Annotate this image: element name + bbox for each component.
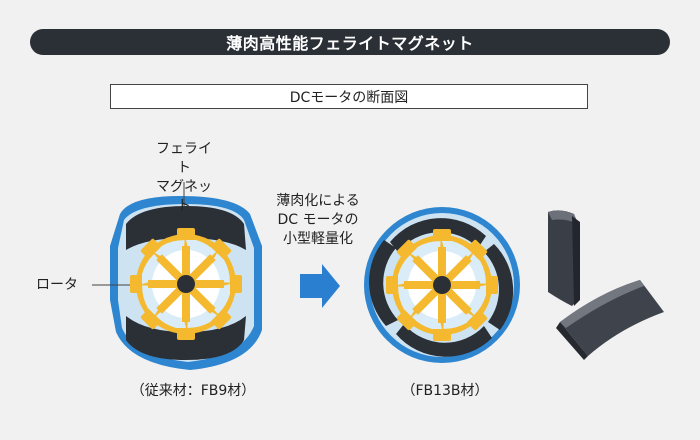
caption-fb13b: （FB13B材） [401,383,489,399]
rotor-label: ロータ [36,277,78,293]
thin-magnet-motor [364,207,520,363]
downsizing-note-line: DC モータの [277,212,359,228]
diagram-subtitle: DCモータの断面図 [110,84,588,109]
arrow-right-icon [300,264,340,308]
conventional-motor [110,196,262,370]
downsizing-note-line: 小型軽量化 [283,231,353,247]
downsizing-note-line: 薄肉化による [276,193,360,209]
magnet-label: フェライト マグネット [150,140,218,216]
downsizing-note: 薄肉化による DC モータの 小型軽量化 [258,192,378,249]
magnet-label-line: マグネット [156,179,212,214]
caption-conventional: （従来材：FB9材） [130,383,256,399]
page-title: 薄肉高性能フェライトマグネット [30,29,670,55]
magnet-samples [548,210,664,360]
magnet-label-line: フェライト [156,141,212,176]
